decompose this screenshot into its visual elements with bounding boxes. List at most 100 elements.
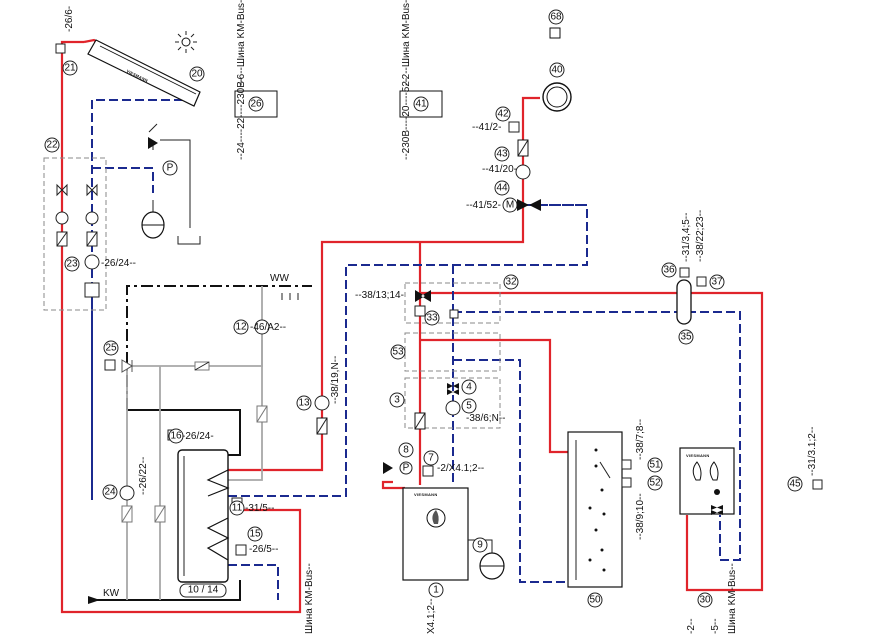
svg-text:5: 5: [466, 401, 472, 412]
pump-icon-5: [445, 400, 461, 416]
pressure-gauge-icon: [162, 160, 178, 176]
component-markers: 1 3 4 5 7 8 9 10 / 14 11 12 13 15 16 20 …: [44, 9, 803, 608]
svg-text:--38/22;23--: --38/22;23--: [695, 210, 706, 262]
svg-text:-26/5--: -26/5--: [249, 544, 278, 555]
svg-text:10 / 14: 10 / 14: [188, 585, 219, 596]
circulation-pump-icon: [254, 319, 270, 335]
svg-text:--230B----20----52-: --230B----20----52-: [401, 78, 412, 160]
svg-text:25: 25: [105, 343, 117, 354]
svg-text:WW: WW: [270, 273, 289, 284]
svg-text:44: 44: [496, 183, 508, 194]
svg-text:36: 36: [663, 265, 675, 276]
svg-text:-2/X4.1;2--: -2/X4.1;2--: [437, 463, 484, 474]
solar-safety-group: P: [141, 123, 178, 239]
svg-text:Шина KM-Bus--: Шина KM-Bus--: [727, 563, 738, 634]
svg-text:--41/52-: --41/52-: [466, 200, 501, 211]
svg-text:--38/9;10--: --38/9;10--: [635, 493, 646, 540]
svg-text:37: 37: [711, 277, 723, 288]
svg-text:1: 1: [433, 585, 439, 596]
svg-text:9: 9: [477, 540, 483, 551]
svg-text:24: 24: [104, 487, 116, 498]
svg-text:-26/6-: -26/6-: [64, 6, 75, 32]
svg-text:68: 68: [550, 12, 562, 23]
svg-text:8: 8: [403, 445, 409, 456]
svg-text:41: 41: [415, 99, 427, 110]
svg-text:-5--: -5--: [710, 618, 721, 634]
dhw-components: [88, 293, 299, 604]
svg-text:42: 42: [497, 109, 509, 120]
svg-text:4: 4: [466, 382, 472, 393]
sun-icon: [175, 31, 197, 53]
svg-text:-31/5--: -31/5--: [245, 503, 274, 514]
heating-circuit-group: [414, 290, 461, 430]
svg-text:32: 32: [505, 277, 517, 288]
svg-text:--6--Шина KM-Bus--: --6--Шина KM-Bus--: [236, 0, 247, 86]
svg-text:21: 21: [64, 63, 76, 74]
flue-group: M: [502, 82, 572, 213]
return-pipes-blue: [91, 99, 741, 600]
solar-station: [55, 183, 100, 298]
buffer-tank: [567, 431, 632, 588]
svg-text:7: 7: [428, 453, 434, 464]
svg-text:40: 40: [551, 65, 563, 76]
svg-text:M: M: [506, 200, 514, 211]
pump-group-box-3: [404, 377, 501, 429]
svg-text:33: 33: [426, 313, 438, 324]
svg-text:X4.1;2--: X4.1;2--: [426, 598, 437, 634]
svg-text:22: 22: [46, 140, 58, 151]
svg-text:--26/22--: --26/22--: [138, 457, 149, 495]
svg-text:--38/7;8--: --38/7;8--: [635, 419, 646, 460]
wiring-labels: -26/6- -26/24-- -26/24- WW -46/A2-- --38…: [64, 0, 818, 634]
svg-text:-46/A2--: -46/A2--: [250, 322, 286, 333]
solar-collector: VIESMANN: [87, 39, 201, 107]
svg-text:15: 15: [249, 529, 261, 540]
hydraulic-separator: [676, 267, 707, 325]
svg-text:12: 12: [235, 322, 247, 333]
pump-icon-13: [314, 395, 330, 411]
svg-text:11: 11: [232, 503, 243, 514]
mixer-group-box-32: [404, 282, 501, 324]
svg-text:--31/3,4;5--: --31/3,4;5--: [681, 213, 692, 262]
pump-icon-43: [515, 164, 531, 180]
svg-text:43: 43: [496, 149, 508, 160]
svg-text:23: 23: [66, 259, 78, 270]
svg-text:-38/6;N--: -38/6;N--: [466, 413, 505, 424]
boiler: VIESMANN P: [383, 461, 505, 581]
solar-pump-icon: [84, 254, 100, 270]
svg-text:--2--Шина KM-Bus--: --2--Шина KM-Bus--: [401, 0, 412, 86]
svg-text:20: 20: [191, 69, 203, 80]
svg-text:53: 53: [392, 347, 404, 358]
svg-text:52: 52: [649, 478, 661, 489]
svg-text:26: 26: [250, 99, 262, 110]
svg-text:Шина KM-Bus--: Шина KM-Bus--: [304, 563, 315, 634]
svg-text:51: 51: [649, 460, 661, 471]
svg-text:--31/3.1;2--: --31/3.1;2--: [807, 427, 818, 476]
sensor-icon: [55, 43, 66, 54]
svg-text:P: P: [167, 163, 174, 174]
svg-text:--38/19,N--: --38/19,N--: [330, 356, 341, 404]
svg-text:VIESMANN: VIESMANN: [414, 492, 438, 497]
svg-text:50: 50: [589, 595, 601, 606]
wall-boiler: VIESMANN: [679, 447, 735, 515]
svg-text:-26/24--: -26/24--: [101, 258, 136, 269]
svg-text:P: P: [403, 463, 410, 474]
svg-text:--24----22----230B-: --24----22----230B-: [236, 78, 247, 160]
svg-text:VIESMANN: VIESMANN: [686, 453, 710, 458]
svg-text:16: 16: [170, 431, 182, 442]
module-box-53: [404, 332, 501, 372]
svg-text:-2--: -2--: [686, 618, 697, 634]
outdoor-sensor-icon: [812, 479, 823, 490]
solar-station-box: [43, 157, 107, 311]
supply-pipes-red: [60, 38, 764, 614]
svg-text:KW: KW: [103, 588, 120, 599]
svg-text:45: 45: [789, 479, 801, 490]
svg-text:--41/2-: --41/2-: [472, 122, 501, 133]
module-box-68: [549, 27, 561, 39]
svg-text:--41/20-: --41/20-: [482, 164, 517, 175]
svg-text:--38/13;14-: --38/13;14-: [355, 290, 404, 301]
svg-text:13: 13: [298, 398, 310, 409]
svg-text:30: 30: [699, 595, 711, 606]
svg-text:35: 35: [680, 332, 692, 343]
svg-text:3: 3: [394, 395, 400, 406]
